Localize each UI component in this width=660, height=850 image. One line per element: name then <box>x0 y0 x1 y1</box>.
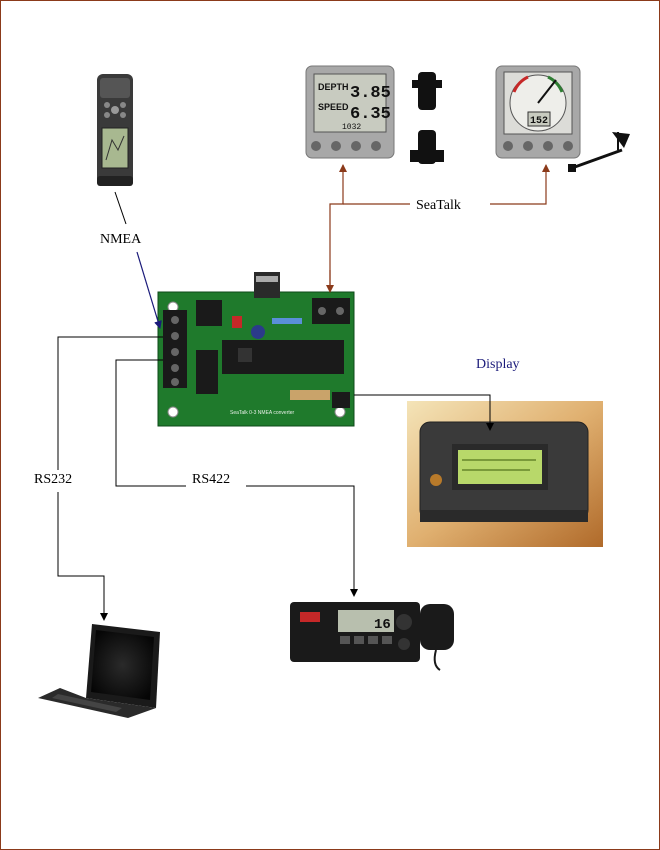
depth-value: 3.85 <box>350 84 391 103</box>
speed-transducer <box>410 130 444 164</box>
display-label: Display <box>476 357 520 372</box>
rs232-wire-lower <box>57 492 108 621</box>
radio-channel: 16 <box>374 617 391 633</box>
converter-board: SeaTalk 0-3 NMEA converter <box>157 272 355 427</box>
vhf-radio: 16 <box>290 602 420 662</box>
wind-vane <box>568 132 630 172</box>
radio-microphone <box>420 604 454 671</box>
depth-transducer <box>412 72 442 110</box>
wind-value: 152 <box>530 116 548 127</box>
nmea-wire <box>136 251 162 329</box>
speed-label: SPEED <box>318 102 349 112</box>
rs422-wire-right <box>246 485 358 597</box>
log-value: 1032 <box>342 123 361 132</box>
rs232-label: RS232 <box>30 472 77 488</box>
board-silkscreen: SeaTalk 0-3 NMEA converter <box>230 410 295 416</box>
seatalk-wire-wind <box>490 164 550 205</box>
gps-cable <box>114 191 127 225</box>
rs422-label: RS422 <box>188 472 235 488</box>
rs232-wire <box>57 336 163 470</box>
depth-label: DEPTH <box>318 82 349 92</box>
nmea-label: NMEA <box>96 232 146 248</box>
external-display <box>407 401 603 547</box>
seatalk-wire-depth <box>329 164 347 290</box>
seatalk-label: SeaTalk <box>412 198 465 214</box>
display-wire <box>354 394 494 431</box>
rs422-wire <box>115 359 186 487</box>
speed-value: 6.35 <box>350 105 391 124</box>
handheld-gps-device <box>97 74 133 186</box>
wind-instrument: 152 <box>495 65 581 159</box>
laptop <box>38 624 160 718</box>
depth-speed-instrument: DEPTH 3.85 SPEED 6.35 1032 <box>305 65 395 159</box>
